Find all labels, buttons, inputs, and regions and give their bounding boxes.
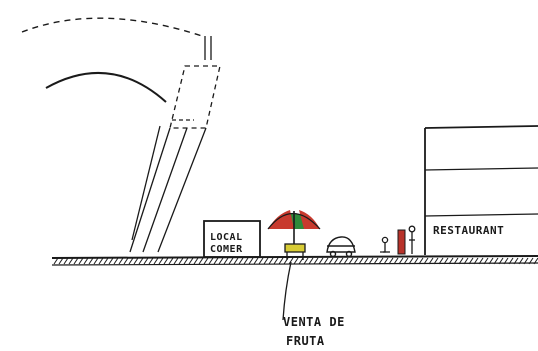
ground-hatch-stroke [189, 258, 193, 264]
ground-hatch-stroke [284, 258, 288, 264]
local-sign: LOCAL [210, 232, 243, 243]
ground-hatch-stroke [169, 258, 173, 264]
annotation-line2: FRUTA [286, 334, 325, 348]
ground-hatch-stroke [309, 258, 313, 264]
ground-hatch-stroke [239, 258, 243, 264]
ground-hatch-stroke [264, 258, 268, 264]
dashed-arc [22, 18, 205, 37]
comer-sign: COMER [210, 244, 243, 255]
ground-hatch-stroke [224, 258, 228, 264]
ground-hatch-stroke [229, 258, 233, 264]
ground-hatch-stroke [194, 258, 198, 264]
umbrella [268, 210, 320, 246]
ground-hatch-stroke [154, 258, 158, 264]
ground-hatch-stroke [304, 258, 308, 264]
ground-hatch-stroke [119, 258, 123, 264]
ground-hatch-stroke [249, 258, 253, 264]
person-sitting [380, 237, 390, 252]
ground-hatch-stroke [279, 258, 283, 264]
ground-hatch-stroke [299, 258, 303, 264]
ground-hatch-stroke [79, 258, 83, 264]
ground-hatch-stroke [174, 258, 178, 264]
ground-hatch-stroke [204, 258, 208, 264]
ground-hatch-stroke [324, 258, 328, 264]
ground-hatch-stroke [94, 258, 98, 264]
ground-hatch-stroke [254, 258, 258, 264]
ground-hatch-stroke [339, 258, 343, 264]
ground-hatch-stroke [354, 258, 358, 264]
ground-hatch-stroke [109, 258, 113, 264]
car [327, 237, 355, 257]
annotation-line1: VENTA DE [283, 315, 345, 329]
ground-hatch-stroke [159, 258, 163, 264]
ground-hatch-stroke [199, 258, 203, 264]
ground-hatch-stroke [164, 258, 168, 264]
ground-hatch-stroke [129, 258, 133, 264]
ground-hatch-stroke [274, 258, 278, 264]
solid-arc [46, 73, 166, 102]
ground-hatch-stroke [349, 258, 353, 264]
ground-hatch-stroke [124, 258, 128, 264]
ground-hatch-stroke [234, 258, 238, 264]
chimney-top [205, 36, 211, 60]
ground-hatch-stroke [99, 258, 103, 264]
ground-hatch-stroke [184, 258, 188, 264]
ground-hatch-stroke [329, 258, 333, 264]
ground-hatch-stroke [314, 258, 318, 264]
restaurant-sign: RESTAURANT [433, 224, 504, 237]
ground-hatch-stroke [144, 258, 148, 264]
annotation-leader [283, 262, 291, 320]
ground-hatch-stroke [269, 258, 273, 264]
red-door [398, 230, 405, 254]
ground-hatch-stroke [359, 258, 363, 264]
ground-hatch-stroke [214, 258, 218, 264]
ground-hatch-stroke [84, 258, 88, 264]
ground-hatch-stroke [319, 258, 323, 264]
ground-hatch-stroke [139, 258, 143, 264]
ground-hatch-stroke [244, 258, 248, 264]
ground-hatch-stroke [364, 258, 368, 264]
ground-hatch-stroke [344, 258, 348, 264]
ground-hatch-stroke [259, 258, 263, 264]
tower [130, 66, 220, 252]
ground-hatch-stroke [294, 258, 298, 264]
ground-hatch-stroke [334, 258, 338, 264]
ground-hatch-stroke [219, 258, 223, 264]
person-standing [409, 226, 415, 254]
ground-hatch-stroke [89, 258, 93, 264]
ground-hatch-stroke [104, 258, 108, 264]
ground-hatch-stroke [134, 258, 138, 264]
ground-hatch-stroke [179, 258, 183, 264]
ground [52, 256, 538, 265]
ground-hatch-stroke [114, 258, 118, 264]
ground-hatch-stroke [209, 258, 213, 264]
ground-hatch-stroke [149, 258, 153, 264]
